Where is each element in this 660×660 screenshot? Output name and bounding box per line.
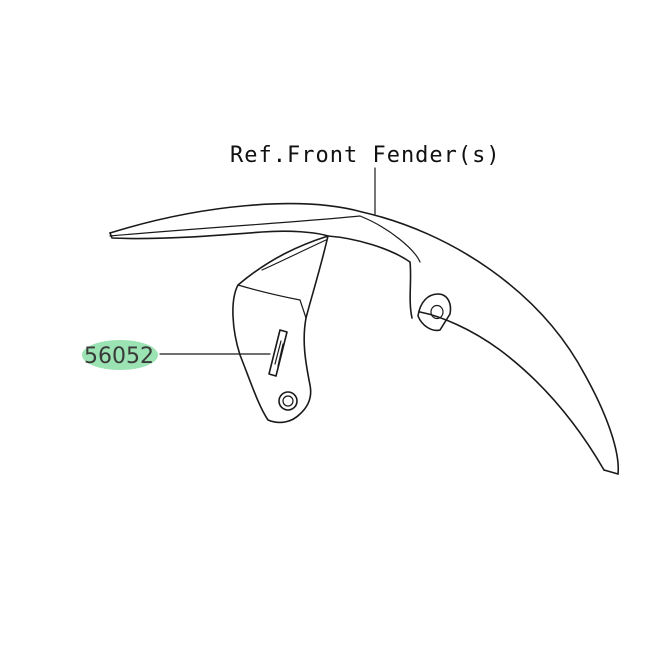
part-number-callout[interactable]: 56052 (82, 340, 158, 370)
decal-outline (268, 329, 288, 377)
fender-mount-tab (417, 293, 452, 332)
bolt-outer (278, 391, 298, 411)
fender-side-face (327, 235, 413, 319)
decal-emblem (268, 329, 288, 377)
reference-label: Ref.Front Fender(s) (230, 143, 501, 168)
side-cover-inner-edge (237, 284, 307, 319)
decal-stripe-2 (277, 343, 284, 367)
front-fender (109, 202, 620, 475)
fender-rear-tip (603, 469, 619, 475)
decal-stripe-1 (274, 340, 282, 365)
fender-outer-edge (109, 202, 620, 475)
part-number-highlight (82, 340, 158, 370)
side-cover-upper-fold (261, 239, 327, 271)
part-number-label[interactable]: 56052 (84, 344, 154, 369)
bolt-inner (282, 395, 294, 407)
side-cover (232, 235, 329, 424)
side-cover-outline (232, 235, 329, 424)
fender-crease (109, 215, 421, 263)
fender-front-underside (109, 230, 329, 240)
mount-hole (430, 304, 444, 320)
fender-inner-edge (419, 311, 605, 471)
